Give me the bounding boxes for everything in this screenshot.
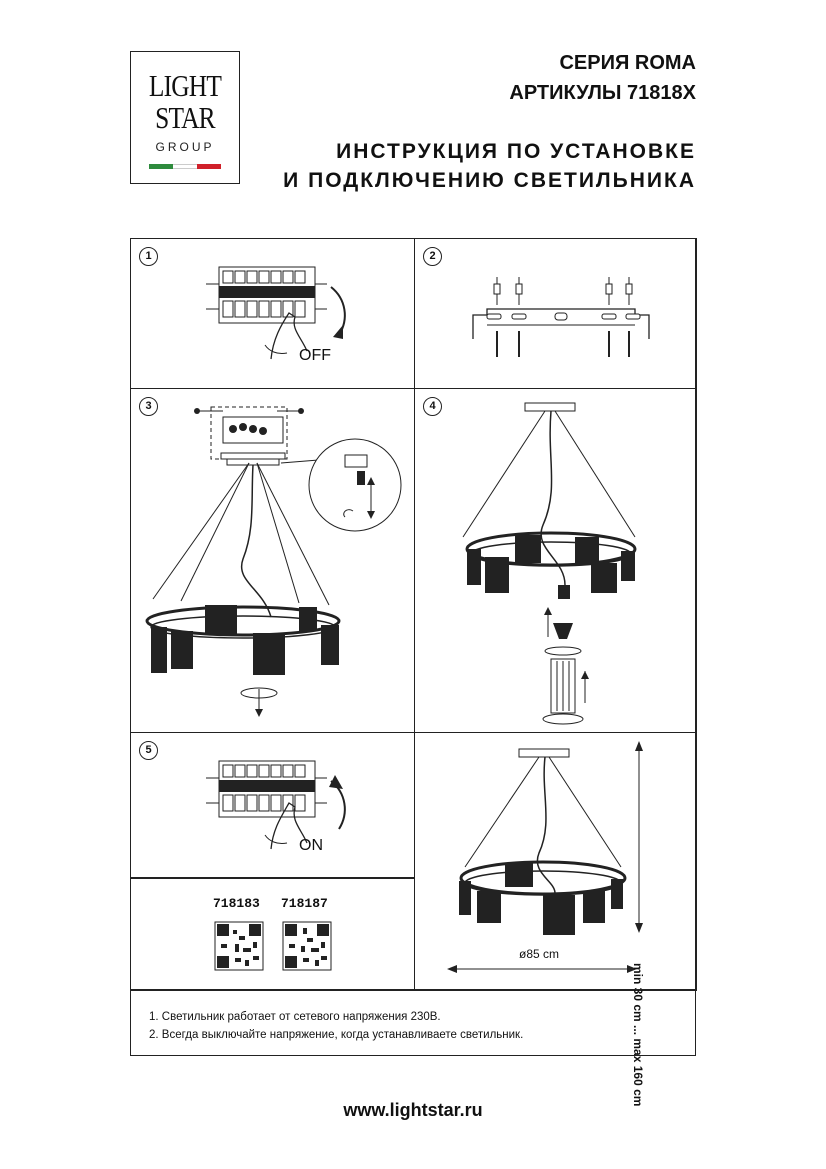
- step-1-panel: 1 OFF: [130, 238, 415, 389]
- notes-panel: 1. Светильник работает от сетевого напря…: [130, 989, 696, 1056]
- step-5-panel: 5 ON: [130, 732, 415, 879]
- website-url[interactable]: www.lightstar.ru: [343, 1100, 483, 1120]
- step-5-on-label: ON: [299, 837, 323, 854]
- articles-qr-panel: 718183 718187: [130, 877, 415, 991]
- instruction-grid: 1 OFF: [130, 238, 697, 1106]
- lamp-dimensions-drawing: [447, 741, 643, 973]
- instruction-title-line2: И ПОДКЛЮЧЕНИЮ СВЕТИЛЬНИКА: [283, 169, 696, 192]
- instruction-title-line1: ИНСТРУКЦИЯ ПО УСТАНОВКЕ: [336, 140, 696, 163]
- step-1-number: 1: [139, 247, 158, 266]
- logo-word-light: LIGHT: [148, 68, 222, 103]
- article-code-718183: 718183: [213, 896, 260, 911]
- instruction-title: ИНСТРУКЦИЯ ПО УСТАНОВКЕ И ПОДКЛЮЧЕНИЮ СВ…: [283, 137, 696, 195]
- note-1: 1. Светильник работает от сетевого напря…: [149, 1011, 441, 1023]
- mounting-bracket-icon: [472, 277, 650, 357]
- step-3-panel: 3: [130, 388, 415, 733]
- step-1-off-label: OFF: [299, 347, 331, 364]
- italian-flag-stripe: [149, 164, 221, 169]
- series-heading: СЕРИЯ ROMA: [559, 52, 696, 74]
- logo-word-group: GROUP: [155, 140, 215, 154]
- step-4-panel: 4: [414, 388, 697, 733]
- step-2-panel: 2: [414, 238, 697, 389]
- bulb-install-icon: [462, 402, 637, 725]
- dimensions-panel: min 30 cm ... max 160 cm ø85 cm: [414, 732, 697, 1106]
- note-2: 2. Всегда выключайте напряжение, когда у…: [149, 1029, 524, 1041]
- diameter-dimension-label: ø85 cm: [519, 947, 560, 961]
- article-code-718187: 718187: [281, 896, 328, 911]
- brand-logo: LIGHT STAR GROUP: [130, 51, 240, 184]
- breaker-off-icon: [206, 266, 346, 360]
- qr-code-icon[interactable]: [131, 878, 416, 992]
- wiring-connection-icon: [145, 406, 402, 717]
- step-4-number: 4: [423, 397, 442, 416]
- articles-heading: АРТИКУЛЫ 71818X: [509, 82, 696, 104]
- step-5-number: 5: [139, 741, 158, 760]
- step-2-number: 2: [423, 247, 442, 266]
- step-3-number: 3: [139, 397, 158, 416]
- notes-text: 1. Светильник работает от сетевого напря…: [149, 1008, 523, 1044]
- breaker-on-icon: [206, 760, 346, 850]
- logo-word-star: STAR: [155, 100, 215, 135]
